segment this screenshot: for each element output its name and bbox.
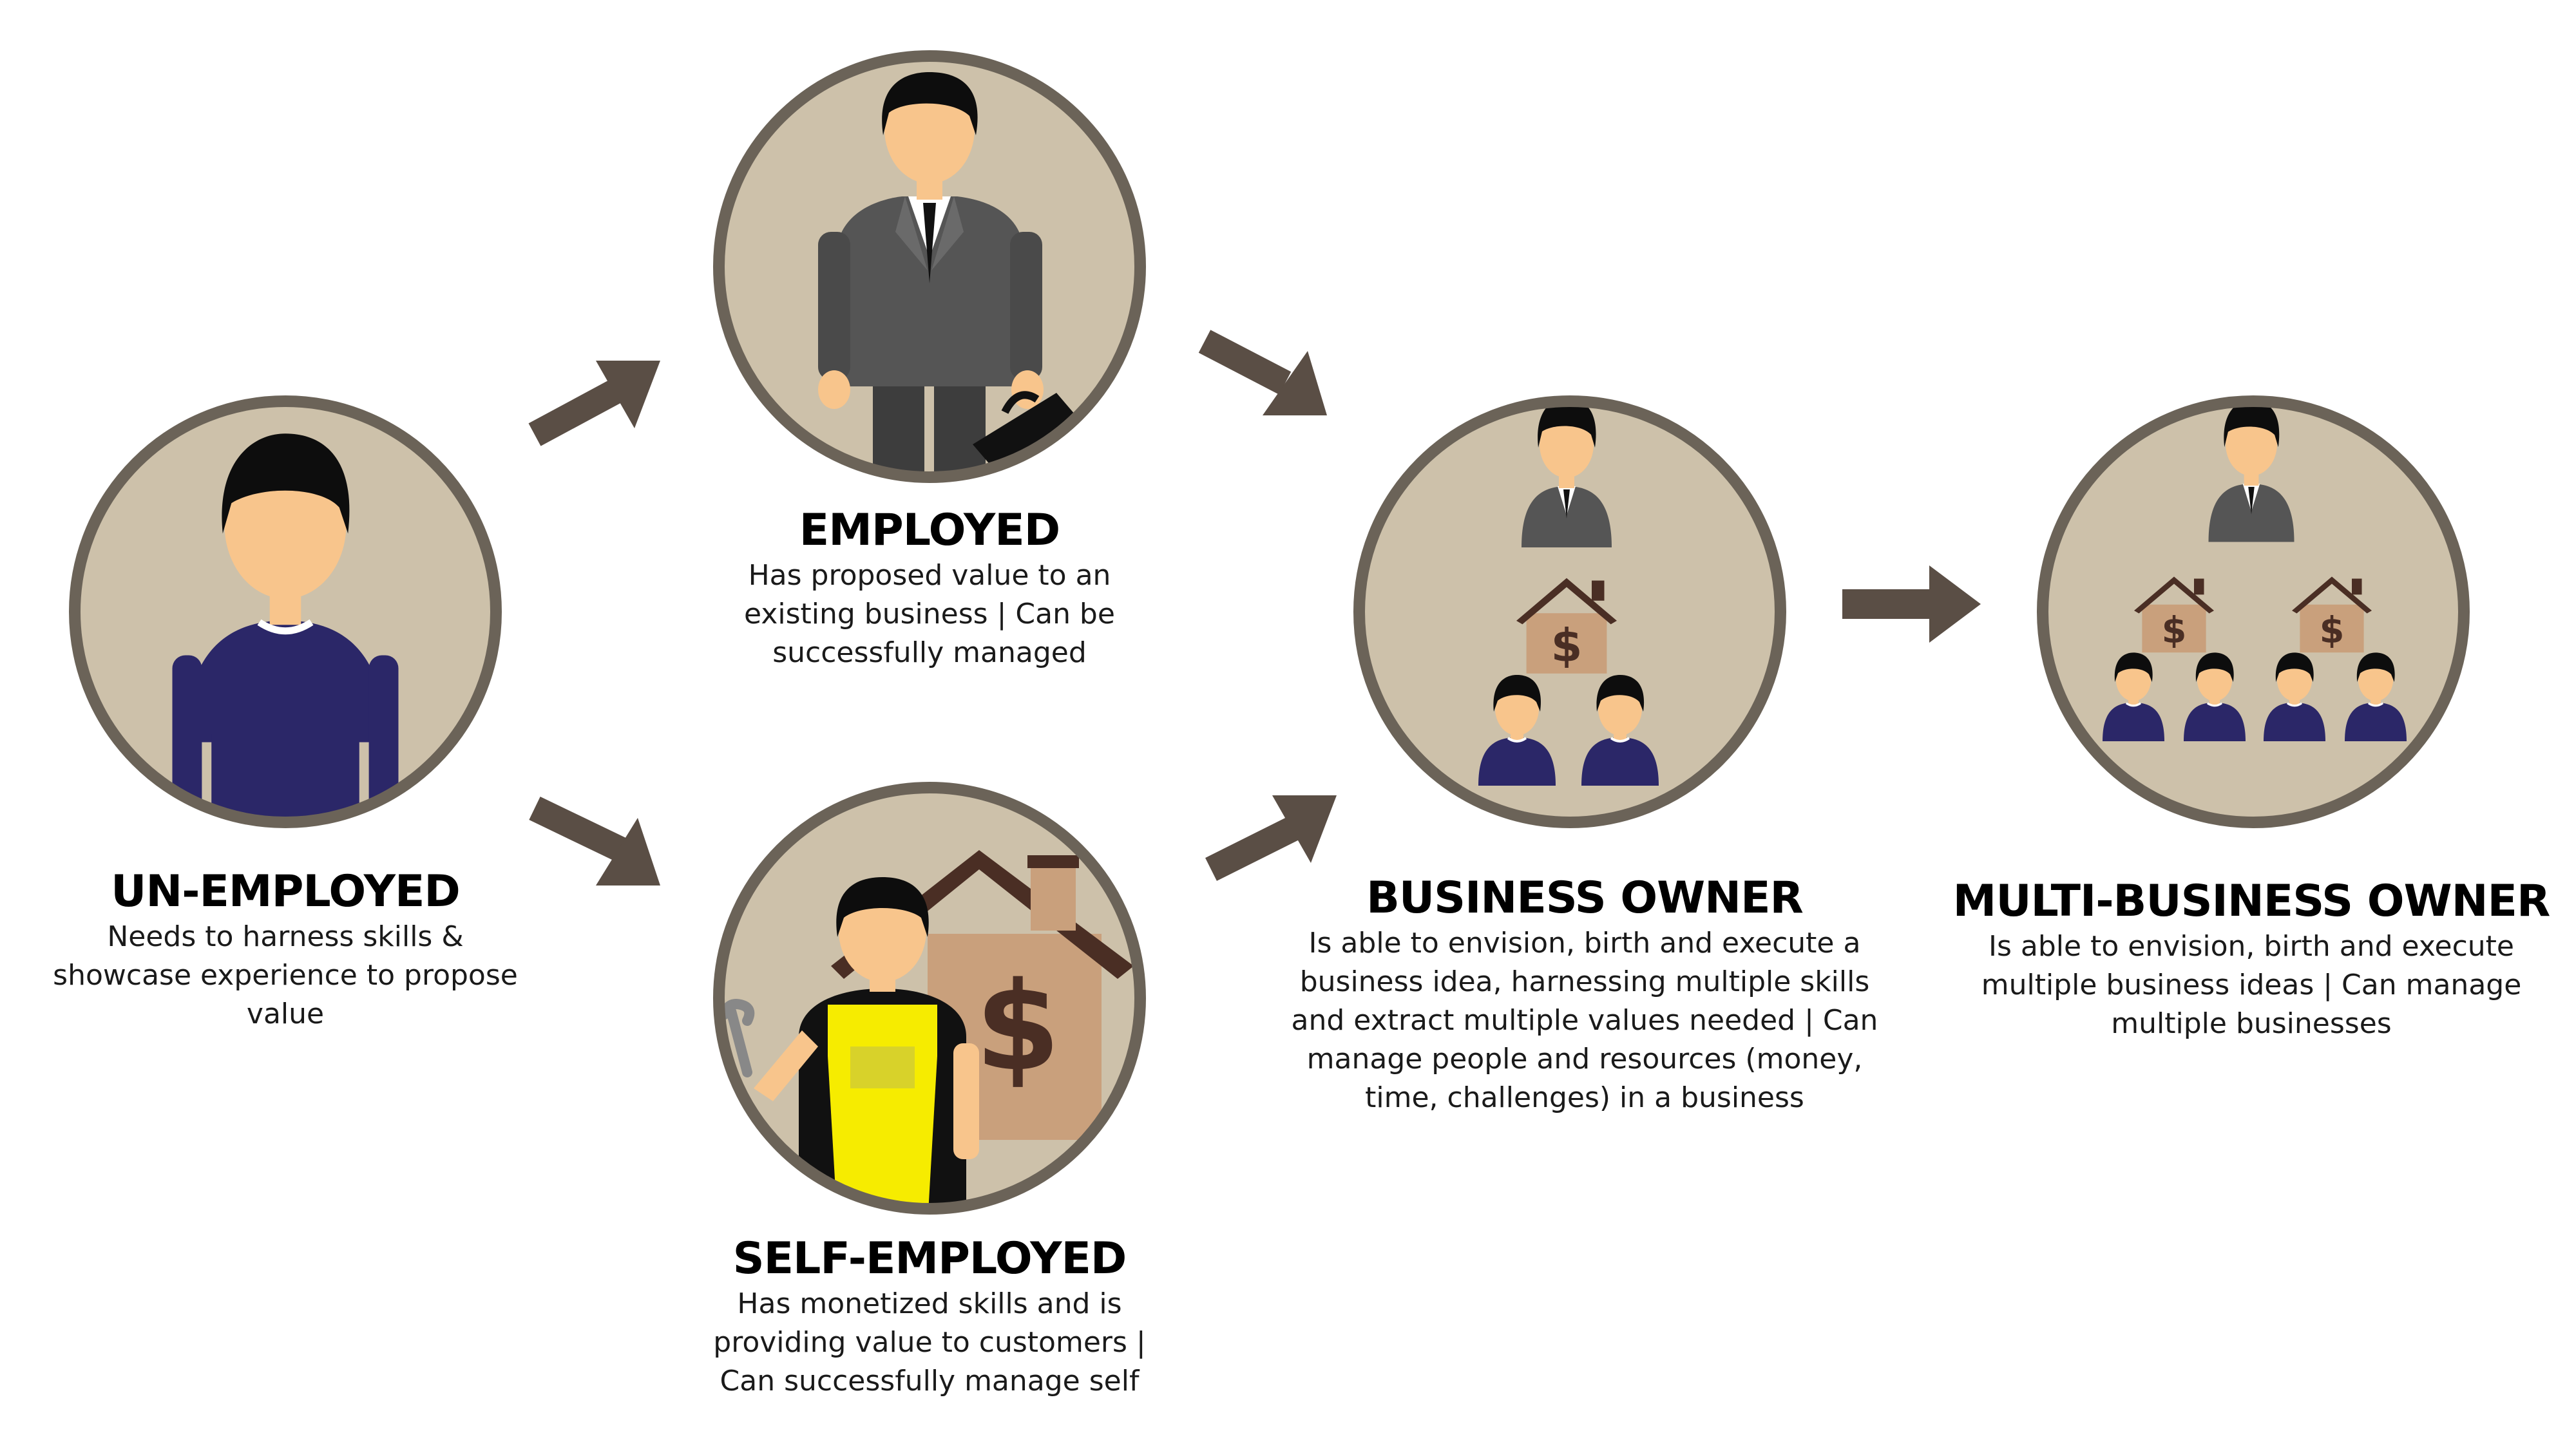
unemployed-label: UN-EMPLOYED Needs to harness skills & sh… [28, 866, 543, 1034]
business-owner-circle [1353, 395, 1786, 828]
svg-text:$: $ [975, 956, 1060, 1098]
multi-business-owner-description: Is able to envision, birth and execute m… [1981, 930, 2522, 1040]
employed-circle [713, 50, 1146, 483]
self-employed-circle: $ [713, 782, 1146, 1215]
unemployed-circle [69, 395, 502, 828]
business-owner-label: BUSINESS OWNER Is able to envision, birt… [1275, 873, 1894, 1117]
self-employed-label: SELF-EMPLOYED Has monetized skills and i… [685, 1233, 1174, 1401]
business-owner-description: Is able to envision, birth and execute a… [1291, 927, 1878, 1114]
arrow-unemployed-to-employed [528, 361, 660, 446]
unemployed-description: Needs to harness skills & showcase exper… [53, 920, 518, 1030]
multi-business-owner-circle [2037, 395, 2470, 828]
worker-with-wrench-icon: $ [720, 850, 1134, 1209]
businessman-with-briefcase-icon [818, 72, 1095, 477]
multi-business-owner-label: MULTI-BUSINESS OWNER Is able to envision… [1932, 876, 2570, 1043]
multi-business-owner-title: MULTI-BUSINESS OWNER [1952, 876, 2551, 927]
employed-description: Has proposed value to an existing busine… [744, 559, 1115, 669]
arrow-employed-to-business-owner [1198, 330, 1327, 415]
business-owner-title: BUSINESS OWNER [1366, 873, 1804, 923]
employed-title: EMPLOYED [799, 505, 1060, 556]
employed-label: EMPLOYED Has proposed value to an existi… [691, 505, 1168, 672]
self-employed-title: SELF-EMPLOYED [732, 1233, 1127, 1284]
arrow-business-owner-to-multi-business-owner [1842, 565, 1981, 643]
casual-person-icon [172, 433, 399, 820]
self-employed-description: Has monetized skills and is providing va… [713, 1287, 1146, 1397]
unemployed-title: UN-EMPLOYED [111, 866, 461, 917]
arrow-unemployed-to-self-employed [529, 796, 660, 886]
arrow-self-employed-to-business-owner [1205, 795, 1337, 881]
